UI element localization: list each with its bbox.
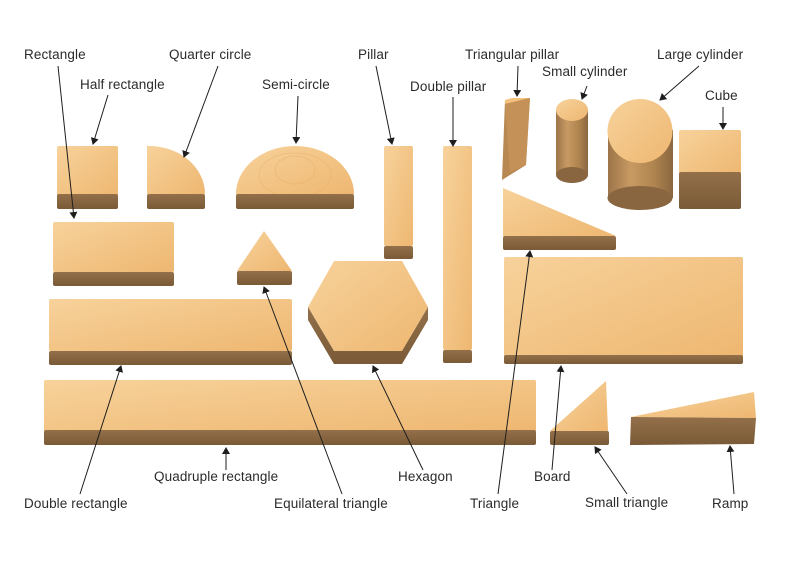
label-small-cylinder: Small cylinder: [542, 64, 628, 79]
label-double-pillar: Double pillar: [410, 79, 487, 94]
hexagon-block: [308, 261, 428, 364]
label-quarter-circle: Quarter circle: [169, 47, 252, 62]
cube-block: [679, 130, 741, 209]
label-ramp: Ramp: [712, 496, 749, 511]
small-triangle-block: [550, 381, 609, 445]
double-pillar-block: [443, 146, 472, 363]
leader-lines: [57, 65, 735, 495]
board-block: [504, 257, 743, 364]
label-large-cylinder: Large cylinder: [657, 47, 744, 62]
ramp-block: [630, 392, 756, 445]
label-triangular-pillar: Triangular pillar: [465, 47, 560, 62]
label-half-rectangle: Half rectangle: [80, 77, 165, 92]
quarter-circle-block: [147, 146, 206, 209]
double-rectangle-block: [49, 299, 292, 365]
label-small-triangle: Small triangle: [585, 495, 669, 510]
label-pillar: Pillar: [358, 47, 389, 62]
label-triangle: Triangle: [470, 496, 520, 511]
label-hexagon: Hexagon: [398, 469, 453, 484]
rectangle-block: [53, 222, 174, 286]
semi-circle-block: [236, 146, 354, 209]
small-cylinder-block: [556, 99, 588, 183]
label-semi-circle: Semi-circle: [262, 77, 330, 92]
label-equilateral-triangle: Equilateral triangle: [274, 496, 388, 511]
large-cylinder-block: [607, 99, 673, 210]
label-board: Board: [534, 469, 571, 484]
equilateral-triangle-block: [237, 231, 292, 285]
label-quadruple-rectangle: Quadruple rectangle: [154, 469, 279, 484]
triangle-block: [503, 188, 616, 250]
label-double-rectangle: Double rectangle: [24, 496, 128, 511]
label-rectangle: Rectangle: [24, 47, 86, 62]
quadruple-rectangle-block: [44, 380, 536, 445]
label-cube: Cube: [705, 88, 738, 103]
pillar-block: [384, 146, 413, 259]
triangular-pillar-block: [502, 98, 530, 180]
half-rectangle-block: [57, 146, 118, 209]
